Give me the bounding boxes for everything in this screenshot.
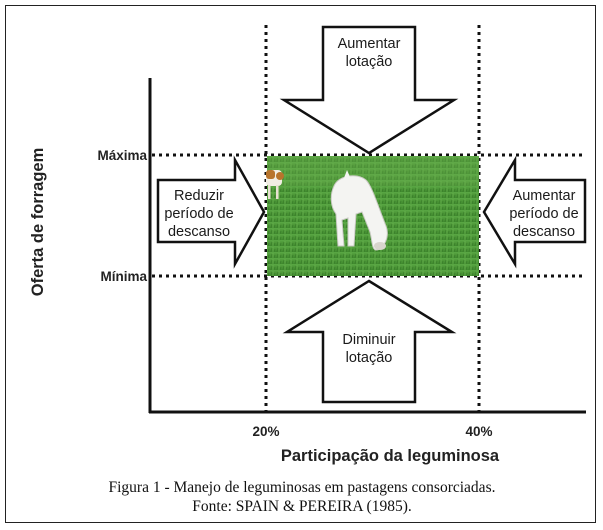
small-cow-image <box>266 170 284 199</box>
y-tick-max: Máxima <box>97 148 147 163</box>
arrow-right-line1: Aumentar <box>513 188 576 204</box>
arrow-increase-stocking: Aumentar lotação <box>279 25 459 155</box>
arrow-left-line3: descanso <box>168 224 230 240</box>
arrow-increase-rest: Aumentar período de descanso <box>482 155 587 269</box>
arrow-left-line1: Reduzir <box>174 188 224 204</box>
arrow-left-line2: período de <box>164 206 233 222</box>
arrow-top-line1: Aumentar <box>338 36 401 52</box>
y-tick-min: Mínima <box>100 269 147 284</box>
caption-line2: Fonte: SPAIN & PEREIRA (1985). <box>192 498 412 515</box>
white-cow-image <box>330 170 388 251</box>
arrow-bottom-line1: Diminuir <box>342 332 395 348</box>
arrow-right-line2: período de <box>509 206 578 222</box>
arrow-bottom-line2: lotação <box>346 350 393 366</box>
x-axis-title: Participação da leguminosa <box>281 447 500 465</box>
x-tick-20: 20% <box>252 424 279 439</box>
caption-line1: Figura 1 - Manejo de leguminosas em past… <box>108 479 496 496</box>
y-axis-title: Oferta de forragem <box>29 148 47 297</box>
arrow-right-line3: descanso <box>513 224 575 240</box>
figure-caption: Figura 1 - Manejo de leguminosas em past… <box>12 478 592 516</box>
x-tick-40: 40% <box>465 424 492 439</box>
arrow-top-line2: lotação <box>346 54 393 70</box>
pasture-photo <box>266 156 479 276</box>
arrow-decrease-stocking: Diminuir lotação <box>282 279 457 404</box>
arrow-reduce-rest: Reduzir período de descanso <box>156 155 266 269</box>
